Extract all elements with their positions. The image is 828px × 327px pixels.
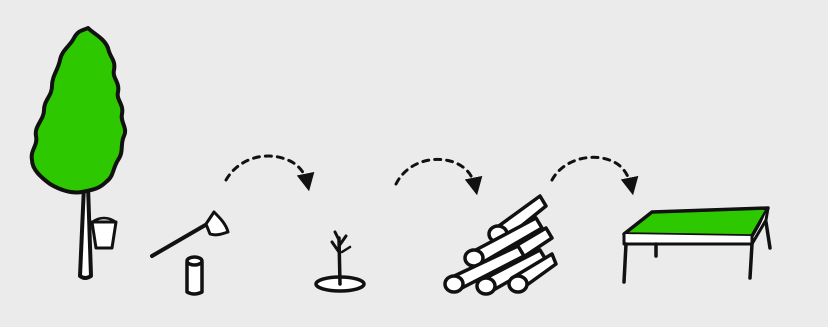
log-end [477, 278, 495, 294]
tree-trunk [80, 186, 91, 278]
logs-icon [445, 196, 556, 294]
axe-head [206, 212, 228, 235]
axe-icon [152, 212, 228, 294]
sap-bucket-icon [92, 218, 116, 248]
stump-icon [187, 257, 202, 294]
tree-icon [32, 28, 125, 278]
table-leg [766, 222, 770, 248]
log-end [509, 276, 527, 292]
sapling-icon [316, 232, 364, 291]
tree-foliage [32, 28, 125, 193]
table-top [624, 208, 768, 236]
table-leg [624, 244, 626, 282]
log-end [445, 276, 463, 292]
arrow-logs-to-table [552, 157, 632, 190]
arrow-axe-to-sapling [226, 156, 308, 186]
table-leg [750, 244, 752, 278]
arrow-sapling-to-logs [396, 159, 476, 190]
table-icon [624, 208, 770, 282]
